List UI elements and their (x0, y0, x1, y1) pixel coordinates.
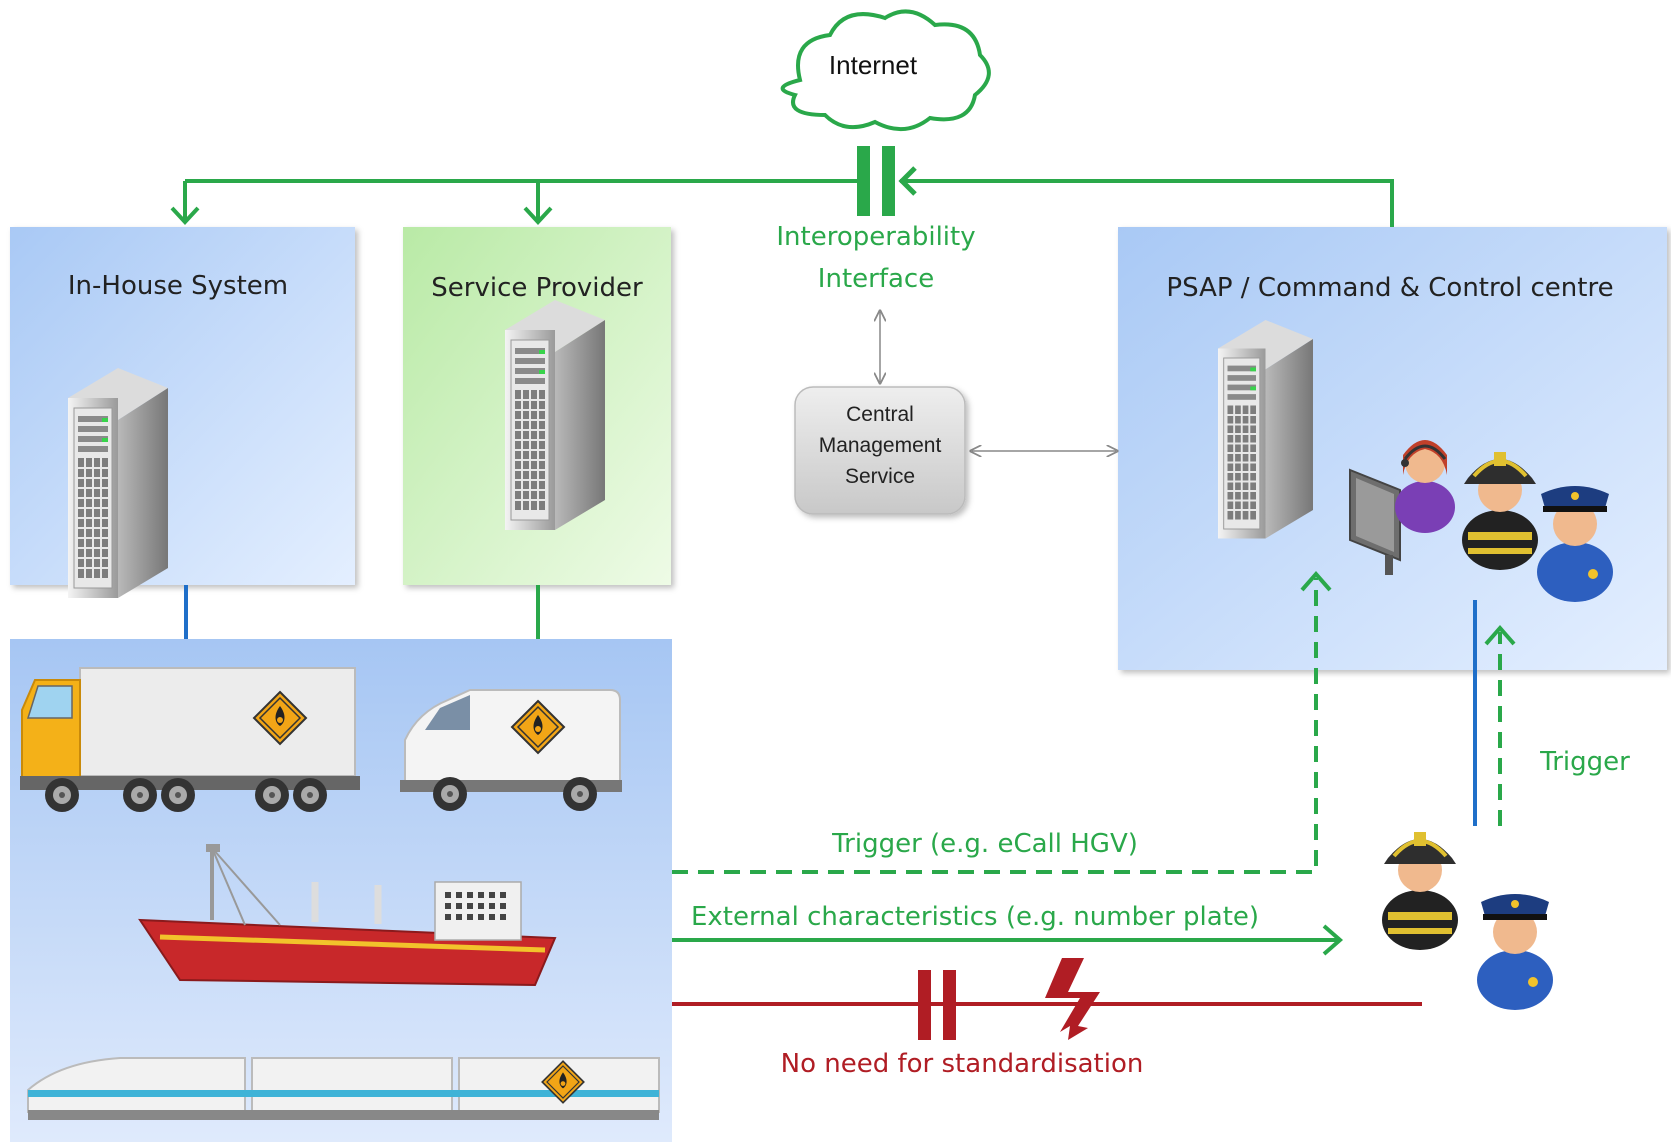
interface-symbol (882, 146, 895, 216)
cms-label-3: Service (845, 465, 915, 488)
cloud-icon (780, 9, 991, 131)
server-icon (67, 367, 169, 599)
trigger-ecall-label: Trigger (e.g. eCall HGV) (831, 829, 1138, 859)
interoperability-label-1: Interoperability (776, 222, 975, 252)
service-provider-title: Service Provider (431, 273, 643, 303)
no-standardisation-symbol (943, 970, 956, 1040)
external-characteristics-label: External characteristics (e.g. number pl… (691, 902, 1259, 932)
server-icon (1217, 319, 1314, 540)
train-icon (27, 1057, 660, 1120)
psap-title: PSAP / Command & Control centre (1166, 273, 1613, 303)
in-house-panel (10, 227, 355, 585)
interoperability-bus (170, 166, 1394, 227)
field-trigger-arrowhead (1484, 624, 1516, 646)
truck-icon (20, 667, 360, 812)
interoperability-label-2: Interface (818, 264, 934, 294)
no-standardisation-label: No need for standardisation (781, 1049, 1144, 1079)
cms-label-1: Central (846, 403, 914, 426)
trigger-ecall-line (672, 578, 1318, 874)
trigger-label: Trigger (1539, 747, 1630, 777)
trigger-ecall-arrowhead (1300, 570, 1332, 592)
ship-icon (138, 844, 557, 987)
monitor-icon (1349, 468, 1401, 575)
external-characteristics-arrowhead (1322, 924, 1344, 956)
cms-label-2: Management (819, 434, 942, 457)
lightning-icon (1045, 958, 1100, 1040)
interface-symbol (857, 146, 870, 216)
internet-label: Internet (829, 50, 918, 80)
in-house-title: In-House System (68, 271, 288, 301)
van-icon (400, 689, 622, 811)
firefighter-icon (1380, 830, 1460, 952)
cms-box (794, 386, 966, 515)
police-icon (1477, 894, 1553, 1010)
server-icon (504, 299, 606, 531)
no-standardisation-symbol (918, 970, 931, 1040)
